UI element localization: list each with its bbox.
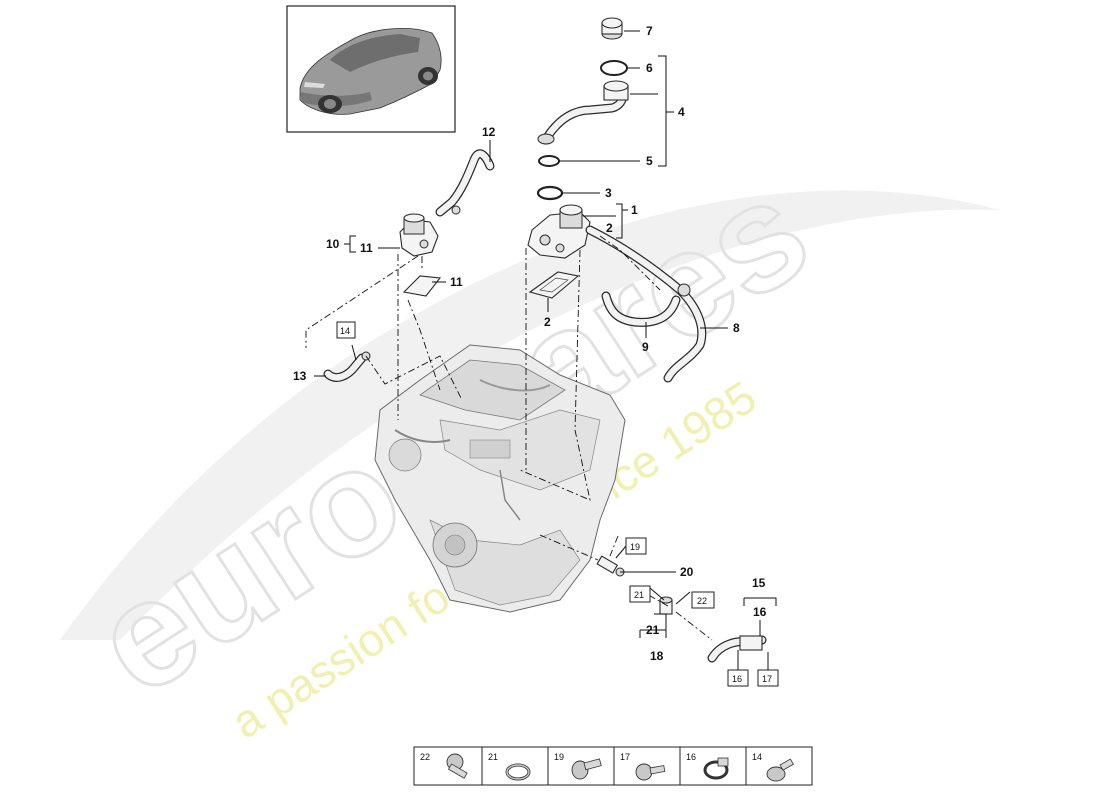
callout-1: 1 [631,203,638,217]
callout-2: 2 [606,221,613,235]
boxed-ref-16: 16 [727,669,749,687]
part-20-fitting [659,596,673,615]
part-11-gasket [402,275,442,297]
svg-text:17: 17 [762,674,772,684]
svg-text:16: 16 [732,674,742,684]
seal-ring-icon [505,763,531,781]
boxed-ref-22: 22 [691,591,715,609]
legend-item-16: 16 [679,746,747,786]
callout-7: 7 [646,24,653,38]
svg-text:14: 14 [340,326,350,336]
callouts: 7 6 4 5 3 1 2 2 8 9 12 10 11 11 13 20 15… [293,24,767,663]
part-8-hose [585,225,707,383]
boxed-ref-14: 14 [336,321,356,339]
callout-6: 6 [646,61,653,75]
part-18-sensor [596,555,625,577]
part-10-valve [399,213,439,257]
callout-12: 12 [482,125,496,139]
boxed-ref-17: 17 [757,669,779,687]
svg-text:19: 19 [630,542,640,552]
engine-block [374,344,626,613]
callout-21: 21 [646,623,660,637]
legend-item-14: 14 [745,746,813,786]
part-5-seal [538,155,560,167]
callout-11: 11 [360,241,373,255]
callout-2b: 2 [544,315,551,329]
callout-20: 18 [650,649,664,663]
bolt-icon [766,758,794,782]
callout-13: 13 [293,369,307,383]
legend-item-21: 21 [481,746,549,786]
callout-4: 4 [678,105,685,119]
watermark-swoosh [60,190,1000,640]
bolt-icon [635,763,666,781]
callout-9: 9 [642,340,649,354]
part-4-pipe [537,80,629,145]
vehicle-thumbnail [286,5,456,133]
callout-3: 3 [605,186,612,200]
legend-item-22: 22 [413,746,483,786]
svg-text:21: 21 [488,752,498,762]
part-15-pipe [707,635,767,663]
callout-5: 5 [646,154,653,168]
bolt-icon [571,758,602,780]
hose-clamp-icon [703,757,729,780]
svg-text:22: 22 [697,596,707,606]
part-9-hose [601,291,681,327]
part-2-gasket [528,271,580,299]
legend-item-19: 19 [547,746,615,786]
svg-text:19: 19 [554,752,564,762]
part-6-seal [600,60,628,76]
callout-16: 16 [753,605,767,619]
legend-item-17: 17 [613,746,681,786]
svg-text:17: 17 [620,752,630,762]
part-3-seal [536,185,564,201]
callout-11b: 11 [450,275,463,289]
boxed-ref-21: 21 [629,585,651,603]
svg-text:21: 21 [634,590,644,600]
callout-15: 15 [752,576,766,590]
callout-18: 20 [680,565,694,579]
svg-text:14: 14 [752,752,762,762]
svg-text:22: 22 [420,752,430,762]
boxed-refs: 14 19 21 22 16 17 [336,321,779,687]
part-13-pipe [323,351,371,382]
parts-legend: 22 21 19 17 [413,746,813,786]
callout-8: 8 [733,321,740,335]
bolt-icon [446,753,468,779]
assembly-lines [305,235,713,641]
part-7-cap [601,17,623,40]
callout-10: 10 [326,237,340,251]
svg-text:16: 16 [686,752,696,762]
part-1-housing [527,204,591,259]
part-12-hose [435,149,495,217]
leader-lines [314,30,777,670]
boxed-ref-19: 19 [625,537,647,555]
